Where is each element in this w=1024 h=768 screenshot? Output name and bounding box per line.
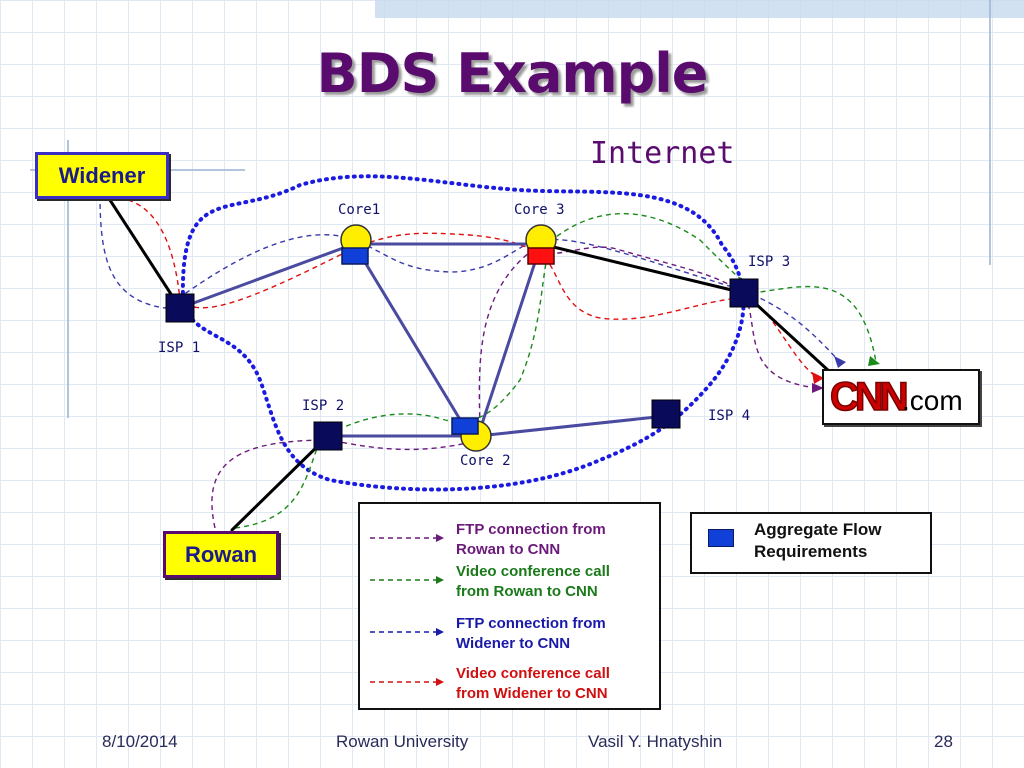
arrowhead-purple <box>812 383 824 393</box>
arrowhead-green <box>868 356 880 366</box>
arrowhead-blue <box>834 356 846 368</box>
core3-router[interactable] <box>525 224 557 265</box>
link-rowan-isp2 <box>230 434 330 532</box>
aggregate-legend: Aggregate Flow Requirements <box>690 512 932 574</box>
legend-line-icon <box>370 678 444 686</box>
top-band <box>375 0 1024 18</box>
core1-label: Core1 <box>338 202 381 218</box>
isp2-label: ISP 2 <box>302 398 345 414</box>
footer-organization: Rowan University <box>336 732 469 751</box>
rowan-label: Rowan <box>184 542 258 567</box>
legend-item: Video conference call from Widener to CN… <box>360 664 660 708</box>
footer-author: Vasil Y. Hnatyshin <box>588 732 723 751</box>
internet-label: Internet <box>590 136 735 171</box>
core1-router[interactable] <box>340 224 372 265</box>
cnn-logo: CNN <box>829 374 909 420</box>
core3-aggregate-marker <box>527 247 555 265</box>
legend-line-icon <box>370 576 444 584</box>
rowan-site[interactable]: Rowan <box>163 531 279 578</box>
isp4-label: ISP 4 <box>708 408 751 424</box>
slide-title: BDS Example <box>316 42 709 105</box>
link-widener-isp1 <box>106 195 182 310</box>
flow-arrowheads <box>812 356 880 393</box>
legend-line-icon <box>370 628 444 636</box>
widener-label: Widener <box>58 163 146 188</box>
legend-text: Video conference call from Widener to CN… <box>456 665 610 702</box>
arrowhead-red <box>812 372 824 384</box>
footer-date: 8/10/2014 <box>102 732 178 751</box>
footer-page-number: 28 <box>934 732 953 751</box>
core2-label: Core 2 <box>460 453 511 469</box>
link-core1-core2 <box>352 242 472 438</box>
flow-widener-ftp <box>99 194 841 363</box>
isp3-router-icon[interactable] <box>729 278 759 308</box>
link-core3-isp3 <box>539 242 746 295</box>
legend-item: FTP connection from Widener to CNN <box>360 614 660 658</box>
legend-text: FTP connection from Rowan to CNN <box>456 521 606 558</box>
link-core2-isp4 <box>476 414 668 438</box>
core2-router[interactable] <box>451 417 492 452</box>
core1-aggregate-marker <box>341 247 369 265</box>
legend-item: Video conference call from Rowan to CNN <box>360 562 660 606</box>
aggregate-swatch-icon <box>708 529 734 547</box>
link-isp1-core1 <box>178 242 356 310</box>
flow-legend: FTP connection from Rowan to CNN Video c… <box>358 502 661 710</box>
isp4-router-icon[interactable] <box>651 399 681 429</box>
internet-cloud-boundary <box>180 174 746 492</box>
cnn-com-suffix: .com <box>902 385 963 416</box>
legend-text: Video conference call from Rowan to CNN <box>456 563 610 600</box>
widener-site[interactable]: Widener <box>35 152 169 199</box>
aggregate-legend-text: Aggregate Flow Requirements <box>754 520 882 561</box>
legend-text: FTP connection from Widener to CNN <box>456 615 606 652</box>
core2-aggregate-marker <box>451 417 479 435</box>
core3-label: Core 3 <box>514 202 565 218</box>
isp1-router-icon[interactable] <box>165 293 195 323</box>
isp3-label: ISP 3 <box>748 254 791 270</box>
cnn-destination[interactable]: CNN .com <box>822 369 980 425</box>
isp1-label: ISP 1 <box>158 340 201 356</box>
legend-item: FTP connection from Rowan to CNN <box>360 520 660 564</box>
isp2-router-icon[interactable] <box>313 421 343 451</box>
link-core3-core2 <box>476 242 543 438</box>
legend-line-icon <box>370 534 444 542</box>
